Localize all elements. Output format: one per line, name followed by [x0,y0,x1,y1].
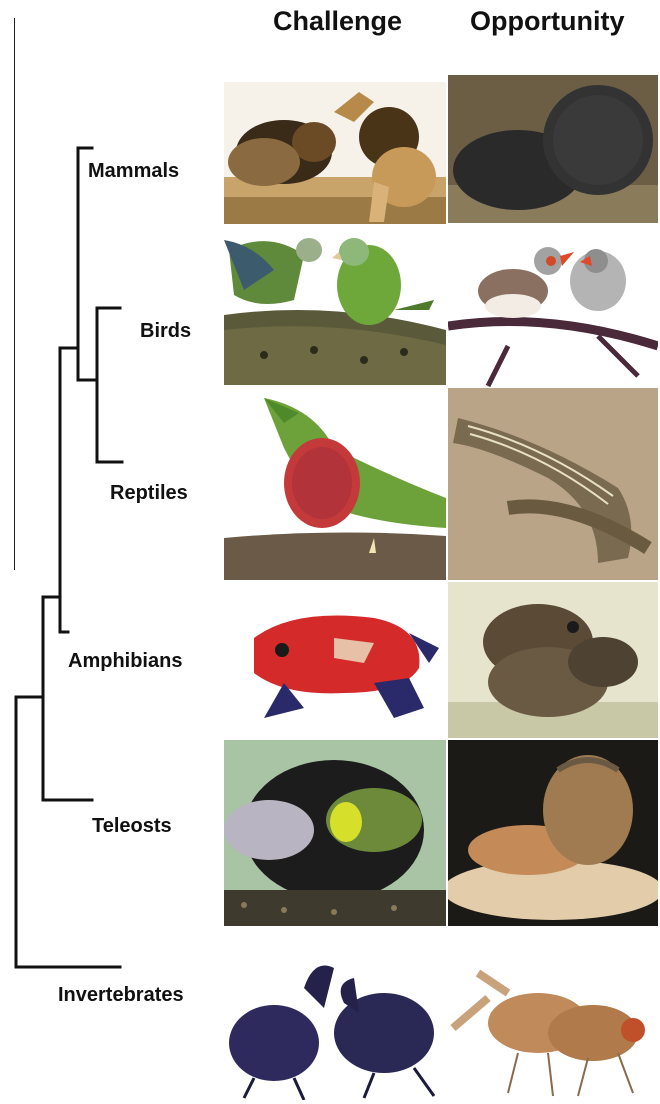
photo-parrots-displaying [224,230,446,385]
taxon-label-amphibians: Amphibians [68,650,182,673]
taxon-label-teleosts: Teleosts [92,815,172,838]
photo-mating-lizards [448,388,658,580]
taxon-label-mammals: Mammals [88,160,179,183]
column-header-opportunity: Opportunity [470,6,624,37]
photo-mating-toads [448,582,658,738]
photo-spawning-cichlids [448,740,658,926]
photo-poison-frog [224,588,446,736]
photo-mating-flies [448,958,658,1100]
taxon-label-invertebrates: Invertebrates [58,984,184,1007]
photo-zebra-finches [448,226,658,388]
taxon-label-birds: Birds [140,320,191,343]
photo-mating-mammals [448,75,658,223]
photo-beetles-fighting [224,948,446,1100]
taxon-label-reptiles: Reptiles [110,482,188,505]
photo-anole-dewlap-display [224,388,446,580]
column-header-challenge: Challenge [273,6,402,37]
photo-cichlids-mouth-fighting [224,740,446,926]
photo-lions-fighting [224,82,446,224]
